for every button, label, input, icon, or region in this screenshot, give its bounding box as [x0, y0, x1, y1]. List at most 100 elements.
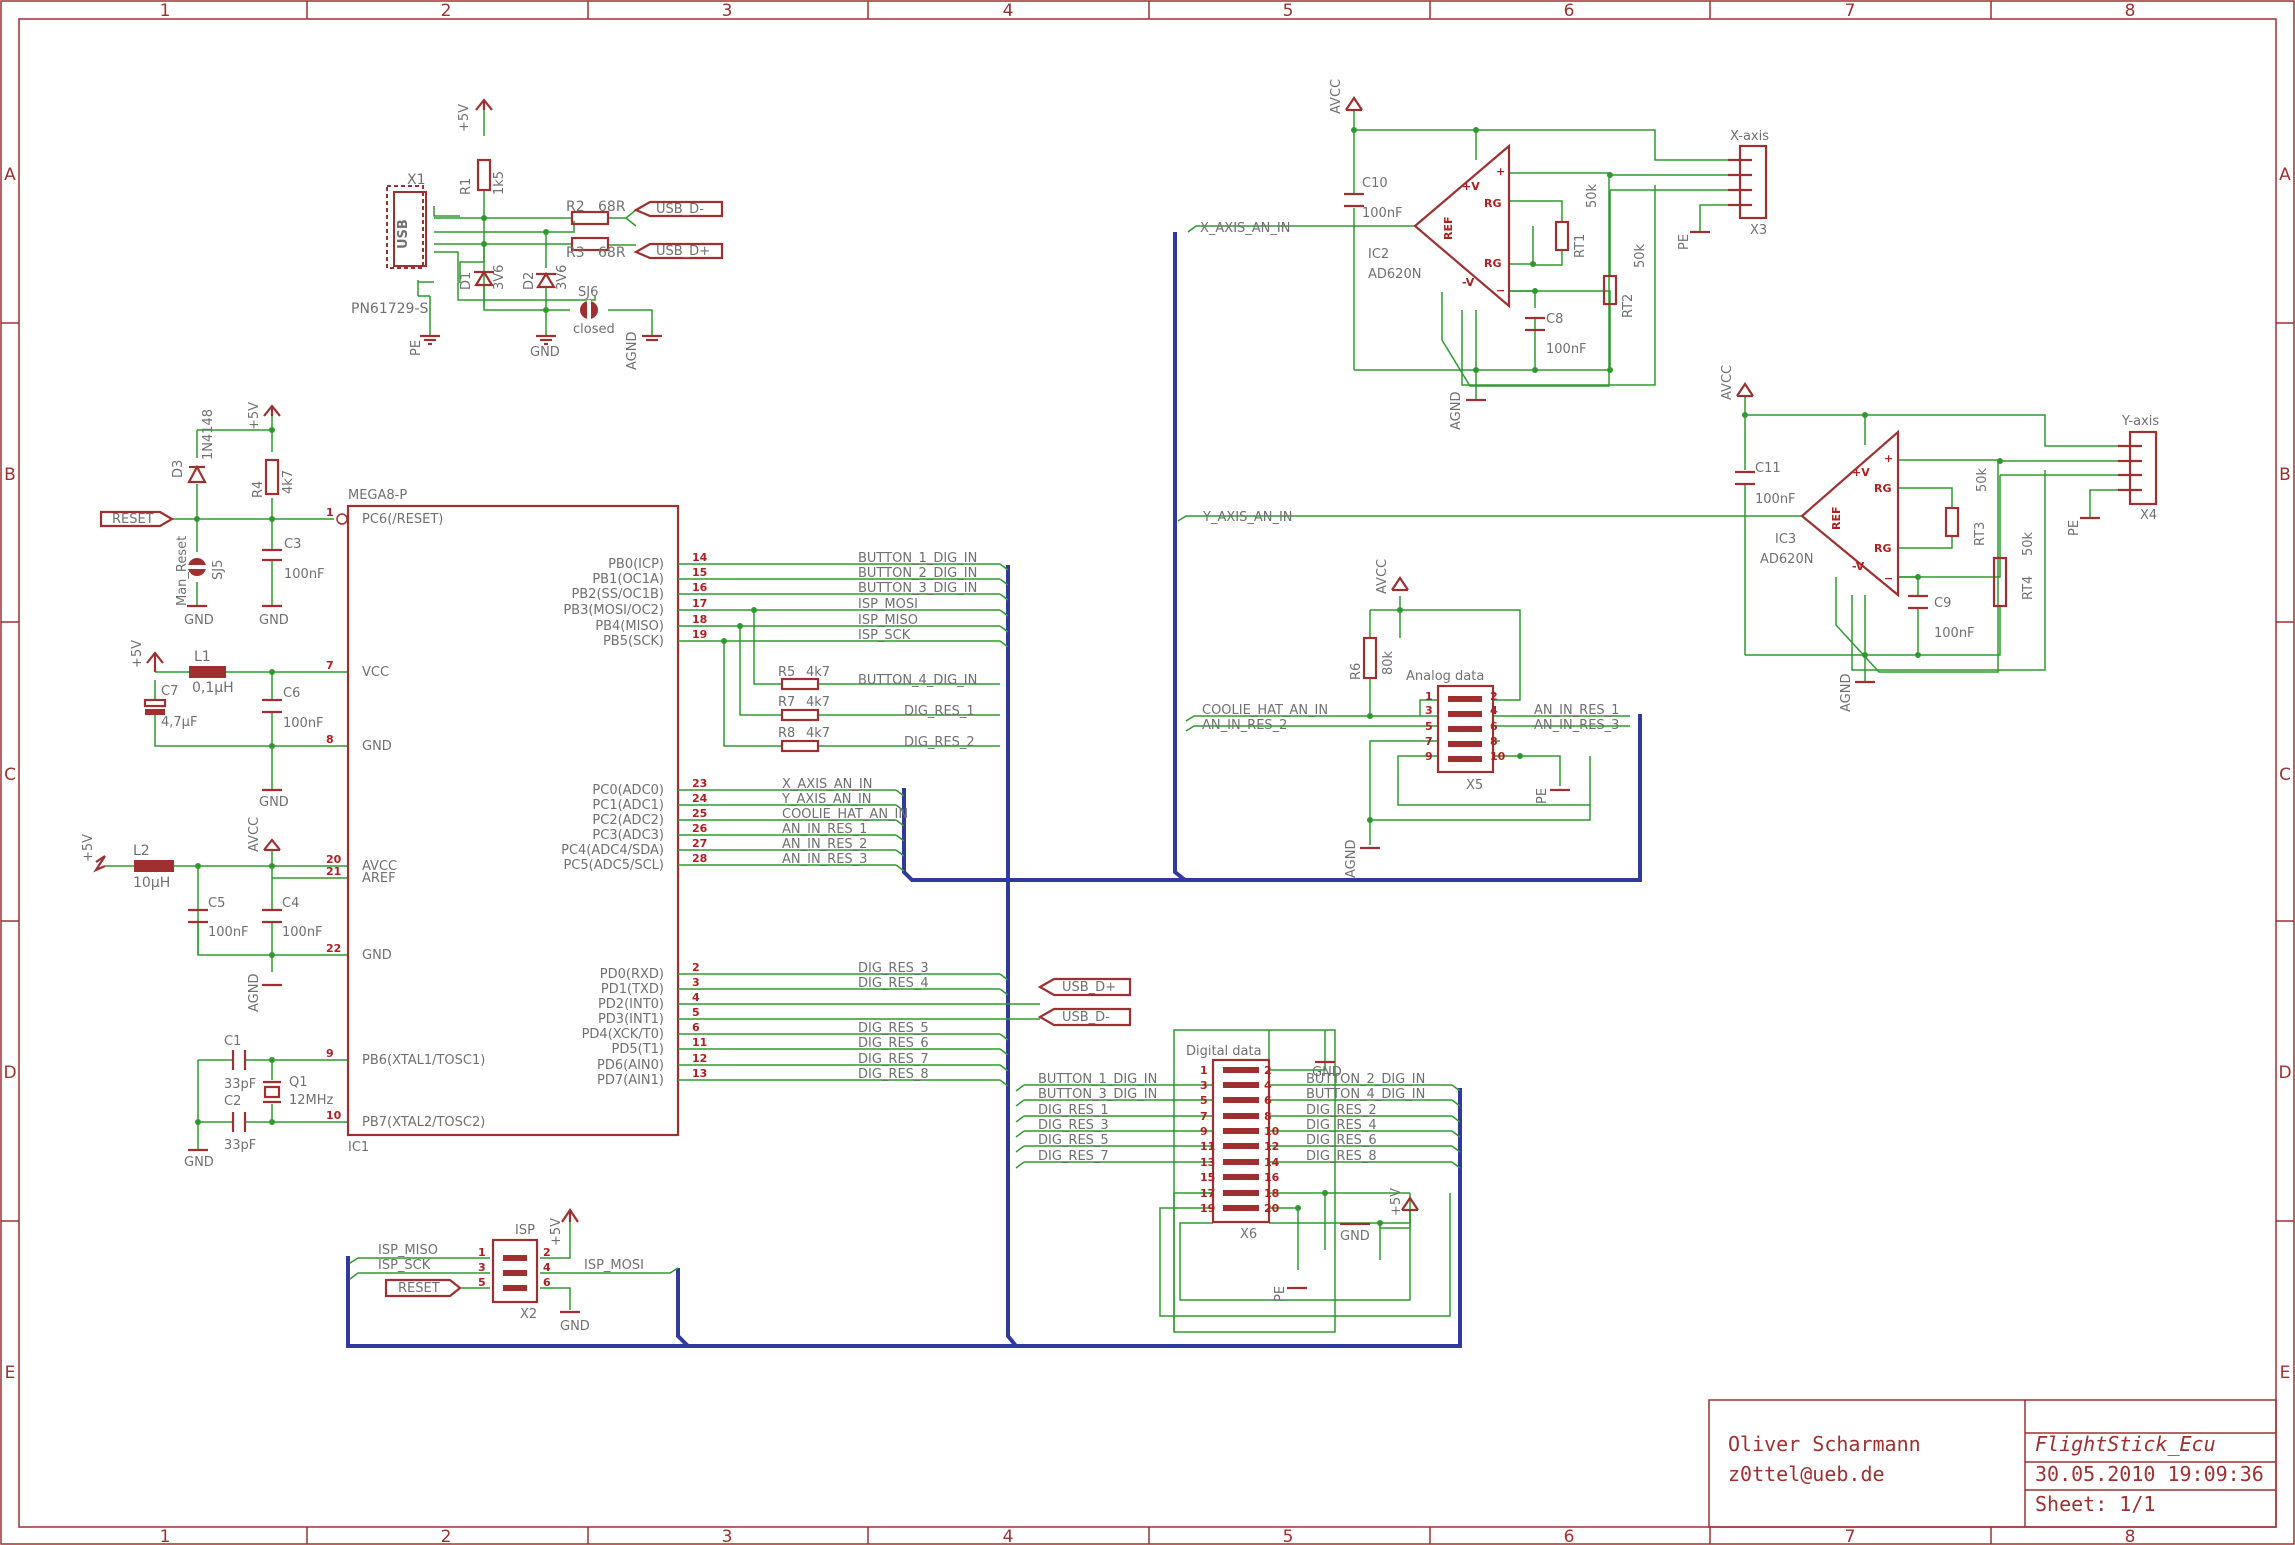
digital-net-right: BUTTON_2_DIG_IN	[1306, 1072, 1425, 1087]
mcu-net-label: BUTTON_2_DIG_IN	[858, 566, 977, 581]
col-label-5-top: 5	[1283, 1, 1294, 21]
svg-text:RG: RG	[1874, 542, 1892, 555]
mcu-pin-name: AVCC	[362, 859, 397, 874]
mcu-pin-name: PB1(OC1A)	[592, 572, 664, 587]
mcu-pin-name: PD4(XCK/T0)	[582, 1027, 664, 1042]
svg-text:REF: REF	[1830, 507, 1843, 531]
c11-value: 100nF	[1755, 492, 1796, 507]
mcu-pin-number: 16	[692, 581, 708, 594]
mcu-pin-name: PD3(INT1)	[598, 1012, 664, 1027]
mcu-net-label: Y_AXIS_AN_IN	[781, 792, 872, 807]
digital-pin-number-left: 11	[1200, 1140, 1215, 1153]
mcu-net-label: BUTTON_1_DIG_IN	[858, 551, 977, 566]
drawing-date: 30.05.2010 19:09:36	[2035, 1462, 2264, 1486]
digital-pin-number-right: 12	[1264, 1140, 1279, 1153]
digital-net-right: DIG_RES_6	[1306, 1133, 1377, 1148]
mcu-pin-number: 26	[692, 822, 708, 835]
usb-dp-port: USB_D+	[656, 244, 710, 259]
analog-net-res1: AN_IN_RES_1	[1534, 703, 1619, 718]
svg-text:−: −	[1884, 572, 1893, 585]
mcu-pin-number: 2	[692, 961, 700, 974]
col-label-1-top: 1	[160, 1, 171, 21]
mcu-pin-number: 27	[692, 837, 707, 850]
svg-text:REF: REF	[1442, 217, 1455, 241]
mcu-net-label: DIG_RES_3	[858, 961, 929, 976]
amp-y-pe-label: PE	[2067, 520, 2082, 536]
analog-avcc-label: AVCC	[1375, 559, 1390, 594]
usb-connector-ref: X1	[407, 172, 426, 188]
sheet-number: Sheet: 1/1	[2035, 1492, 2155, 1516]
usb-connector-part: PN61729-S	[351, 301, 429, 317]
l1-ref: L1	[194, 649, 211, 665]
d3-ref: D3	[171, 460, 186, 478]
mcu-net-label: AN_IN_RES_2	[782, 837, 867, 852]
mcu-net-label: BUTTON_3_DIG_IN	[858, 581, 977, 596]
mcu-pin-number: 24	[692, 792, 708, 805]
mcu-pin-number: 23	[692, 777, 707, 790]
mcu-pin-name: PD6(AIN0)	[597, 1058, 664, 1073]
crystal-block: C1 33pF C2 33pF Q1 12MHz GND	[184, 1034, 348, 1170]
reset-supply-label: +5V	[247, 402, 262, 430]
author-email: z0ttel@ueb.de	[1728, 1462, 1885, 1486]
row-label-e-left: E	[5, 1363, 16, 1383]
isp-connector-block: 135 246 ISP X2 ISP_MISO ISP_SCK ISP_MOSI…	[349, 1208, 679, 1334]
c4-ref: C4	[282, 896, 299, 911]
digital-pin-number-left: 9	[1200, 1125, 1208, 1138]
analog-net-res3: AN_IN_RES_3	[1534, 718, 1619, 733]
mcu-net-label: ISP_SCK	[858, 628, 911, 643]
digital-net-right: BUTTON_4_DIG_IN	[1306, 1087, 1425, 1102]
svg-text:4: 4	[1490, 704, 1498, 717]
bus-lines	[346, 232, 1642, 1348]
ic3-ref: IC3	[1775, 532, 1796, 547]
analog-connector-ref: X5	[1466, 778, 1483, 793]
mcu-pin-name: PC0(ADC0)	[592, 783, 664, 798]
r7-net: DIG_RES_1	[904, 704, 975, 719]
col-label-7-bottom: 7	[1845, 1527, 1856, 1545]
row-label-e-right: E	[2280, 1363, 2291, 1383]
mcu-net-label: DIG_RES_7	[858, 1052, 929, 1067]
reset-gnd-label-1: GND	[184, 613, 214, 628]
col-label-1-bottom: 1	[160, 1527, 171, 1545]
mcu-pin-number: 21	[326, 865, 341, 878]
l2-value: 10µH	[133, 875, 170, 891]
x4-name: Y-axis	[2121, 414, 2159, 429]
svg-text:2: 2	[543, 1246, 551, 1259]
amp-x-pe-label: PE	[1677, 234, 1692, 250]
mcu-pin-number: 14	[692, 551, 708, 564]
c5-ref: C5	[208, 896, 225, 911]
r3-value: 68R	[598, 245, 626, 261]
r5-net: BUTTON_4_DIG_IN	[858, 673, 977, 688]
digital-net-left: DIG_RES_5	[1038, 1133, 1109, 1148]
mcu-pin-number: 12	[692, 1052, 707, 1065]
col-label-3-bottom: 3	[722, 1527, 733, 1545]
svg-text:4: 4	[543, 1261, 551, 1274]
svg-text:9: 9	[1425, 750, 1433, 763]
isp-net-miso: ISP_MISO	[378, 1243, 438, 1258]
c2-ref: C2	[224, 1094, 241, 1109]
x3-name: X-axis	[1730, 129, 1769, 144]
l2-ref: L2	[133, 843, 150, 859]
svg-text:7: 7	[1425, 735, 1433, 748]
q1-ref: Q1	[289, 1075, 308, 1090]
svg-text:+: +	[1884, 452, 1893, 465]
mcu-pin-number: 22	[326, 942, 341, 955]
power-agnd-label: AGND	[247, 974, 262, 1012]
c2-value: 33pF	[224, 1138, 256, 1153]
mcu-net-label: DIG_RES_8	[858, 1067, 929, 1082]
ic2-ref: IC2	[1368, 247, 1389, 262]
c10-ref: C10	[1362, 176, 1388, 191]
c7-ref: C7	[161, 684, 178, 699]
author-name: Oliver Scharmann	[1728, 1432, 1921, 1456]
mcu-pin-name: PC1(ADC1)	[592, 798, 664, 813]
project-name: FlightStick_Ecu	[2035, 1432, 2216, 1456]
mcu-pin-name: PB2(SS/OC1B)	[571, 587, 664, 602]
r8-net: DIG_RES_2	[904, 735, 975, 750]
reset-block: RESET D3 1N4148 R4 4k7 +5V C3 100nF Man_…	[99, 402, 334, 628]
mcu-pin-number: 18	[692, 613, 707, 626]
r7-value: 4k7	[806, 695, 830, 710]
col-label-4-bottom: 4	[1003, 1527, 1014, 1545]
r2-value: 68R	[598, 199, 626, 215]
